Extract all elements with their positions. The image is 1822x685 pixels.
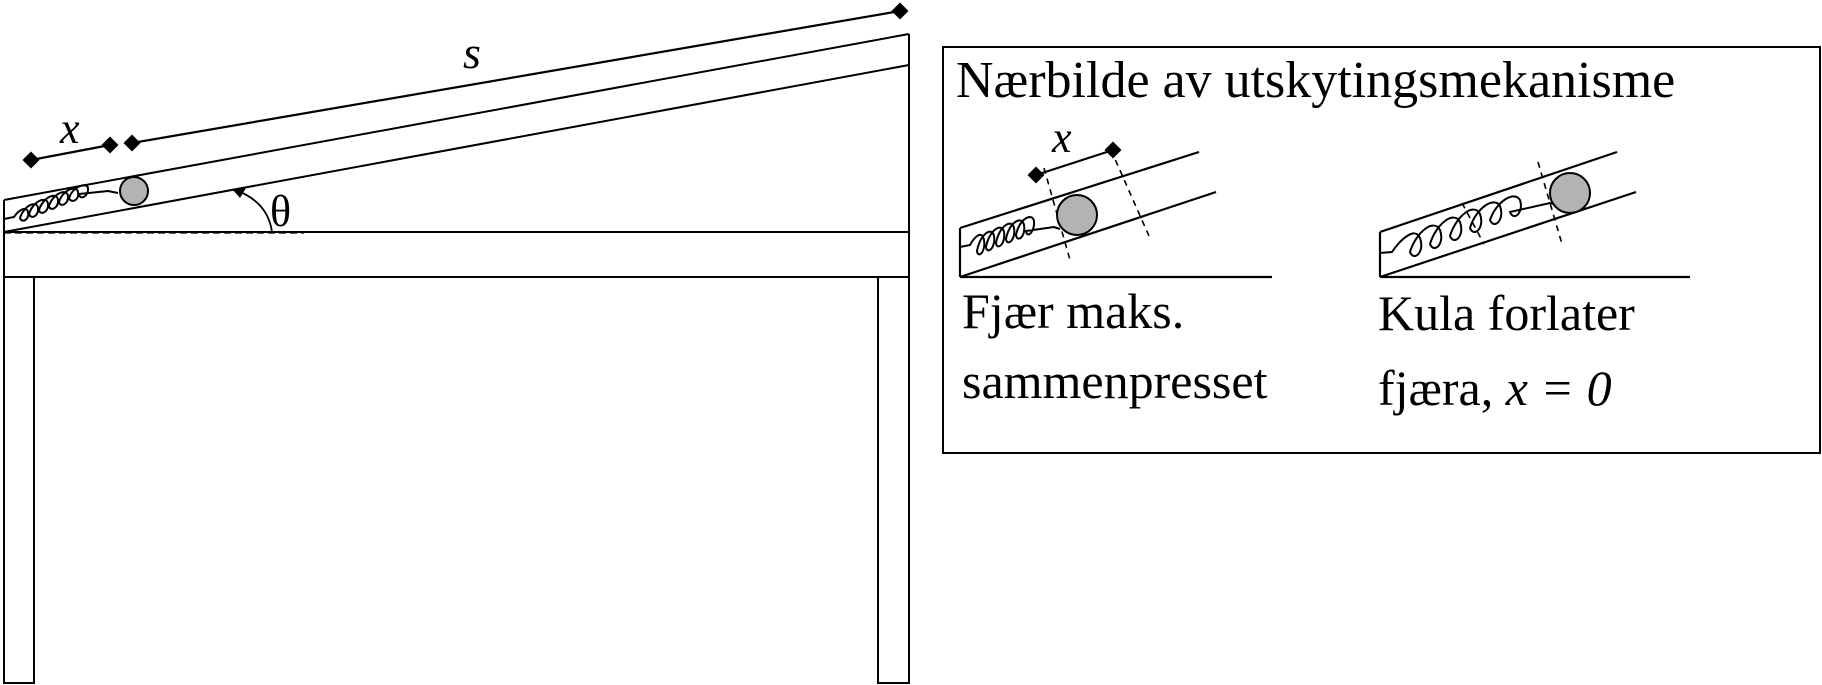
- s-label: s: [463, 27, 481, 78]
- dimension-x-closeup-marker-start: [1027, 166, 1045, 184]
- dimension-x-closeup: [1035, 148, 1114, 177]
- closeup-compressed: x: [958, 113, 1272, 279]
- caption-right-line2: fjæra, x = 0: [1378, 360, 1612, 416]
- closeup-panel: [942, 46, 1821, 454]
- dashed-marker-right-2: [1537, 161, 1563, 245]
- main-spring: [3, 184, 119, 222]
- table-leg-left: [3, 276, 35, 684]
- dimension-s: [123, 2, 909, 152]
- groove-bottom-right: [1379, 190, 1637, 279]
- main-ball: [119, 176, 149, 206]
- dashed-marker-right-1: [1461, 202, 1485, 245]
- theta-label: θ: [270, 187, 291, 236]
- dimension-s-marker-end: [891, 2, 909, 20]
- table: [3, 231, 910, 684]
- dimension-x-main-marker-start: [22, 151, 40, 169]
- caption-left-line1: Fjær maks.: [962, 283, 1184, 339]
- table-top: [3, 231, 910, 278]
- dimension-x-main-marker-end: [101, 136, 119, 154]
- closeup-title: Nærbilde av utskytingsmekanisme: [956, 52, 1675, 109]
- dimension-s-marker-start: [123, 134, 141, 152]
- angle-arc: [237, 190, 273, 233]
- closeup-ball-right: [1549, 172, 1591, 214]
- caption-left-line2: sammenpresset: [962, 353, 1268, 409]
- inclined-ramp: [3, 33, 910, 233]
- groove-top-left: [959, 150, 1200, 230]
- compressed-spring: [959, 216, 1061, 256]
- caption-right-line1: Kula forlater: [1378, 285, 1635, 341]
- dimension-x-closeup-marker-end: [1104, 141, 1122, 159]
- x-label-closeup: x: [1051, 113, 1072, 162]
- table-leg-right: [877, 276, 910, 684]
- groove-top-right: [1379, 150, 1618, 234]
- angle-arrowhead: [232, 188, 246, 198]
- dashed-marker-left-2: [1110, 149, 1150, 237]
- groove-bottom-left: [959, 190, 1217, 279]
- x-label-main: x: [59, 104, 80, 153]
- ramp-top-edge: [3, 33, 910, 201]
- closeup-released: [1378, 150, 1690, 279]
- ramp-bottom-edge: [3, 64, 910, 233]
- closeup-ball-left: [1056, 194, 1098, 236]
- caption-right-line2-text: fjæra,: [1378, 360, 1506, 416]
- released-spring: [1379, 195, 1559, 257]
- caption-right-line2-math: x = 0: [1505, 360, 1612, 416]
